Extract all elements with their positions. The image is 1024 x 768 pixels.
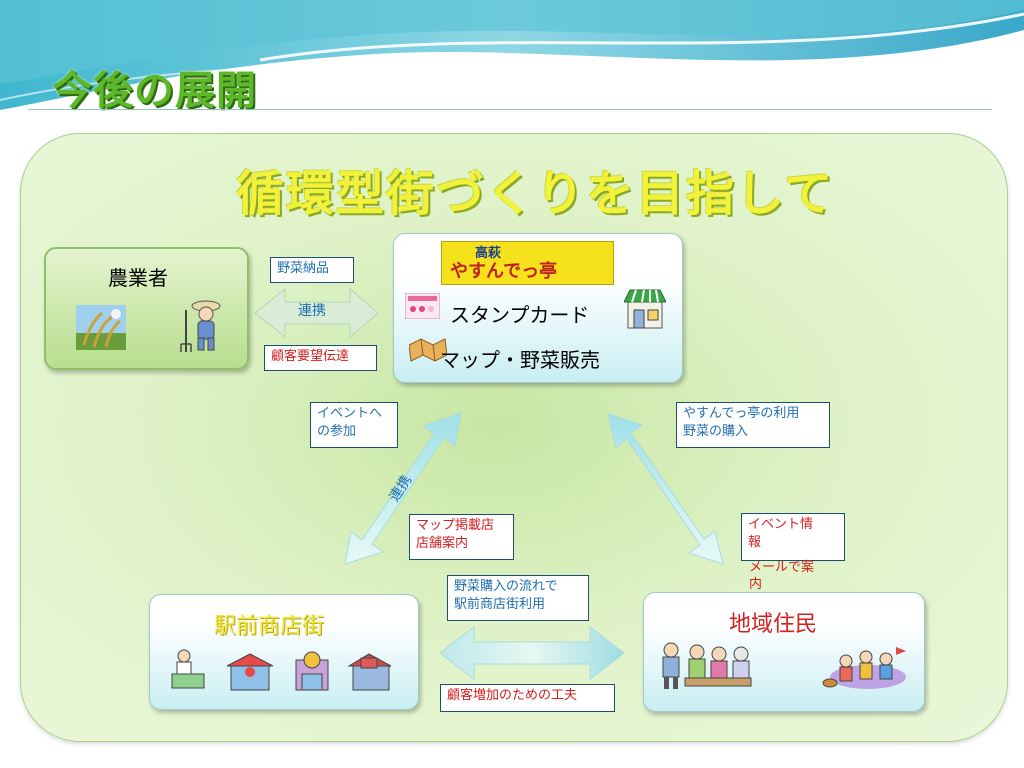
family-residents-icon	[822, 647, 906, 689]
note-map-store-guide-line1: マップ掲載店	[416, 518, 495, 533]
header-waves	[0, 0, 1024, 110]
arrow-label-renkei-1: 連携	[298, 303, 326, 319]
note-event-participation-line1: イベントへ	[317, 406, 383, 421]
stamp-card-icon	[405, 293, 440, 319]
shopkeeper-icon	[171, 649, 205, 689]
sign-text: やすんでっ亭	[450, 261, 558, 282]
title-rule	[28, 109, 992, 110]
arrow-yasun-shotengai	[344, 412, 462, 565]
arrow-shotengai-jumin	[439, 625, 625, 681]
note-customer-requests: 顧客要望伝達	[264, 345, 377, 371]
note-yasun-usage-line2: 野菜の購入	[683, 424, 749, 439]
note-yasun-usage-line1: やすんでっ亭の利用	[683, 406, 800, 421]
note-customer-increase: 顧客増加のための工夫	[440, 684, 615, 712]
arrow-farmer-yasun	[254, 287, 379, 339]
note-event-participation-line2: の参加	[317, 424, 357, 439]
store-building-icon-2	[295, 651, 329, 691]
note-vegetable-delivery: 野菜納品	[270, 257, 354, 283]
note-event-info-line1: イベント情	[748, 517, 814, 532]
node-shotengai	[149, 594, 419, 710]
note-vegetable-flow-line1: 野菜購入の流れで	[454, 579, 558, 594]
arrow-yasun-jumin	[607, 413, 724, 565]
note-yasun-usage: やすんでっ亭の利用 野菜の購入	[676, 402, 830, 448]
farmer-icon	[180, 300, 221, 352]
map-icon	[409, 338, 447, 362]
yasun-line2: マップ・野菜販売	[440, 348, 600, 372]
note-event-participation: イベントへ の参加	[310, 402, 398, 448]
sign-top-text: 高萩	[475, 246, 502, 261]
note-event-info-line3: メールで案	[749, 560, 815, 575]
store-building-icon-3	[347, 653, 392, 691]
note-event-info: イベント情 報	[741, 513, 845, 561]
note-vegetable-flow-line2: 駅前商店街利用	[454, 597, 546, 612]
yasun-line1: スタンプカード	[450, 303, 590, 327]
shop-icon	[624, 289, 666, 329]
main-title: 循環型街づくりを目指して	[236, 166, 835, 222]
note-event-info-line4: 内	[749, 577, 763, 592]
jumin-label: 地域住民	[729, 612, 818, 637]
elderly-residents-icon	[662, 642, 752, 689]
rice-field-icon	[76, 305, 126, 350]
note-map-store-guide: マップ掲載店 店舗案内	[409, 514, 514, 560]
shotengai-label: 駅前商店街	[214, 614, 325, 639]
note-event-info-overflow: メールで案 内	[749, 559, 814, 593]
note-map-store-guide-line2: 店舗案内	[416, 536, 469, 551]
store-building-icon-1	[226, 653, 274, 691]
note-vegetable-flow: 野菜購入の流れで 駅前商店街利用	[447, 575, 589, 621]
farmer-label: 農業者	[108, 266, 168, 290]
slide-title: 今後の展開	[52, 68, 257, 114]
yasundettei-sign	[441, 241, 614, 285]
note-event-info-line2: 報	[748, 535, 762, 550]
